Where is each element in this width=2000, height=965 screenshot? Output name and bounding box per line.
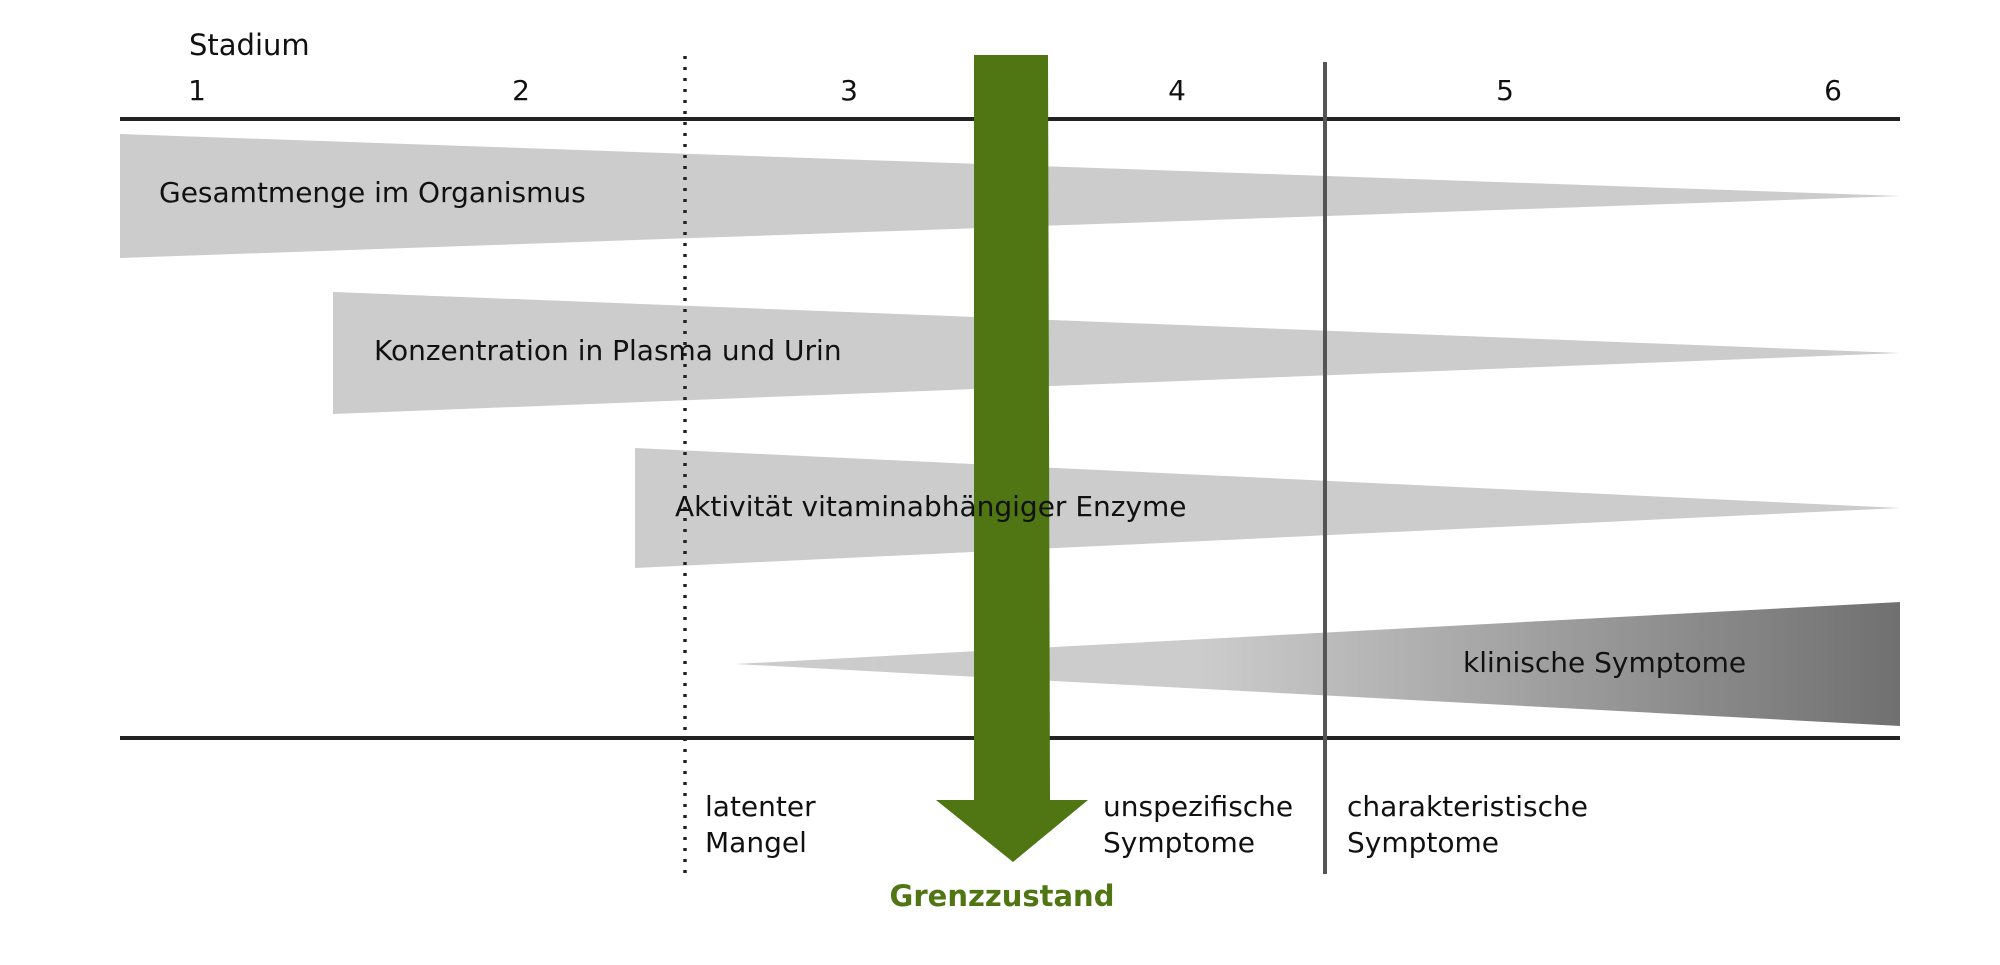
bar-label-enzyme-activity: Aktivität vitaminabhängiger Enzyme [675,490,1187,523]
stage-number-4: 4 [1168,74,1186,107]
stage-number-5: 5 [1496,74,1514,107]
stage-number-6: 6 [1824,74,1842,107]
stage-number-3: 3 [840,74,858,107]
stage-axis-title: Stadium [189,28,310,62]
phase-label-characteristic-symptoms: charakteristische Symptome [1347,790,1588,859]
stage-number-2: 2 [512,74,530,107]
bar-label-clinical-symptoms: klinische Symptome [1463,646,1747,679]
bar-plasma-concentration [333,292,1900,414]
bar-label-plasma-concentration: Konzentration in Plasma und Urin [374,334,842,367]
phase-label-borderline: Grenzzustand [889,879,1115,913]
bar-clinical-symptoms [735,602,1900,726]
stage-number-1: 1 [188,74,206,107]
bar-enzyme-activity [635,448,1900,568]
phase-label-latent-deficiency: latenter Mangel [705,790,816,859]
borderline-arrow [936,55,1088,862]
phase-label-unspecific-symptoms: unspezifische Symptome [1103,790,1294,859]
bar-label-total-amount: Gesamtmenge im Organismus [159,176,586,209]
